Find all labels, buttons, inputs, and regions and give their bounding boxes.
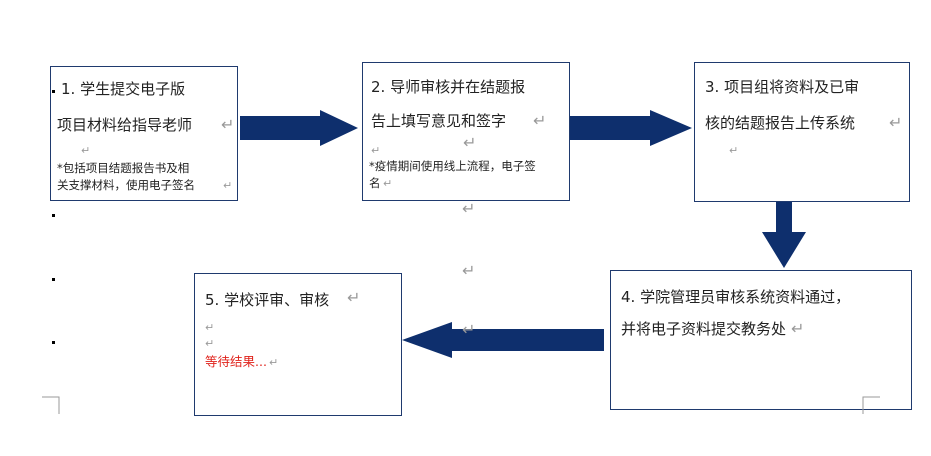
arrow-step1-to-step2 bbox=[240, 110, 358, 146]
step-3-box: 3. 项目组将资料及已审 核的结题报告上传系统 ↵ ↵ bbox=[694, 62, 910, 202]
list-bullet bbox=[52, 214, 55, 217]
paragraph-mark: ↵ bbox=[81, 144, 91, 157]
step-2-box: 2. 导师审核并在结题报 告上填写意见和签字 ↵ ↵ ↵ *疫情期间使用线上流程… bbox=[362, 62, 570, 201]
step-1-note-line1: *包括项目结题报告书及相 bbox=[57, 161, 190, 175]
paragraph-mark: ↵ bbox=[462, 320, 476, 339]
paragraph-mark: ↵ bbox=[889, 113, 903, 132]
paragraph-mark: ↵ bbox=[205, 321, 215, 334]
list-bullet bbox=[52, 278, 55, 281]
step-1-title-line1: 1. 学生提交电子版 bbox=[61, 80, 186, 98]
step-2-title-line1: 2. 导师审核并在结题报 bbox=[371, 78, 526, 96]
paragraph-mark: ↵ bbox=[533, 111, 547, 130]
paragraph-mark: ↵ bbox=[463, 133, 477, 152]
step-1-box: 1. 学生提交电子版 项目材料给指导老师 ↵ ↵ *包括项目结题报告书及相 关支… bbox=[50, 66, 238, 201]
arrow-step3-to-step4 bbox=[762, 202, 806, 268]
arrow-step4-to-step5 bbox=[402, 322, 604, 358]
paragraph-mark: ↵ bbox=[269, 356, 279, 369]
margin-corner-right bbox=[862, 396, 880, 414]
step-2-title-line2: 告上填写意见和签字 bbox=[371, 112, 507, 130]
step-2-note-line1: *疫情期间使用线上流程，电子签 bbox=[369, 159, 536, 173]
paragraph-mark: ↵ bbox=[371, 144, 381, 157]
paragraph-mark: ↵ bbox=[462, 199, 476, 218]
paragraph-mark: ↵ bbox=[205, 337, 215, 350]
list-bullet bbox=[52, 90, 55, 93]
paragraph-mark: ↵ bbox=[791, 319, 805, 338]
step-4-title-line1: 4. 学院管理员审核系统资料通过， bbox=[621, 288, 851, 306]
paragraph-mark: ↵ bbox=[729, 144, 739, 157]
paragraph-mark: ↵ bbox=[462, 261, 476, 280]
margin-corner-left bbox=[42, 396, 60, 414]
step-3-title-line1: 3. 项目组将资料及已审 bbox=[705, 78, 860, 96]
step-1-note-line2: 关支撑材料，使用电子签名 bbox=[57, 178, 195, 192]
arrow-step2-to-step3 bbox=[570, 110, 692, 146]
paragraph-mark: ↵ bbox=[383, 177, 393, 190]
step-4-title-line2: 并将电子资料提交教务处 bbox=[621, 320, 787, 338]
step-5-box: 5. 学校评审、审核 ↵ ↵ ↵ 等待结果... ↵ bbox=[194, 273, 402, 416]
step-3-title-line2: 核的结题报告上传系统 bbox=[705, 114, 856, 132]
paragraph-mark: ↵ bbox=[223, 179, 233, 192]
step-1-title-line2: 项目材料给指导老师 bbox=[57, 116, 193, 134]
step-4-box: 4. 学院管理员审核系统资料通过， 并将电子资料提交教务处 ↵ bbox=[610, 270, 912, 410]
step-5-title: 5. 学校评审、审核 bbox=[205, 291, 330, 309]
paragraph-mark: ↵ bbox=[347, 288, 361, 307]
step-2-note-line2: 名 bbox=[369, 176, 381, 190]
list-bullet bbox=[52, 341, 55, 344]
step-5-status: 等待结果... bbox=[205, 354, 267, 369]
paragraph-mark: ↵ bbox=[221, 115, 235, 134]
